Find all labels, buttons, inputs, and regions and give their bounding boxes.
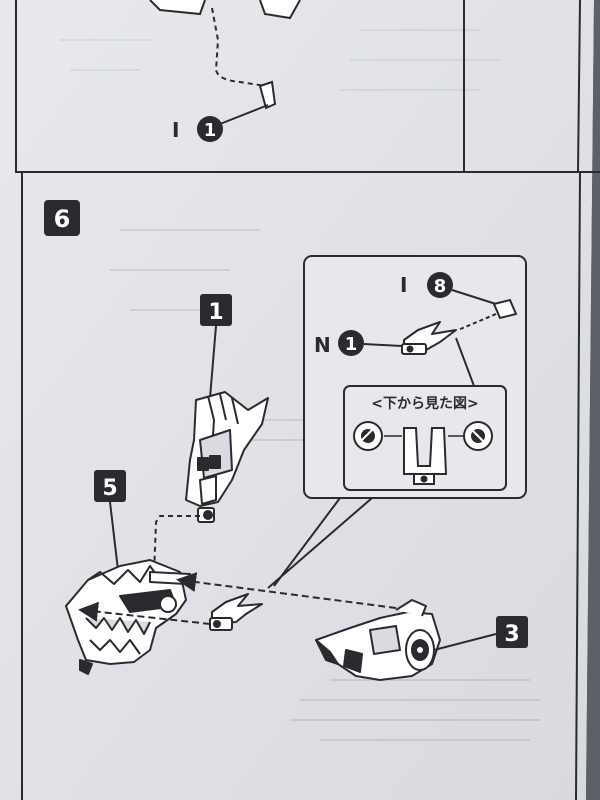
partial-part-drawing (149, 0, 206, 16)
ear-fin-part-drawing (209, 593, 263, 631)
assembly-arrow-upper (176, 572, 397, 609)
inset-part-n1: 1 (345, 334, 358, 355)
step-number-badge (44, 200, 80, 236)
callout-part-3: 3 (504, 622, 519, 647)
inset-part-n1-badge (338, 330, 364, 356)
partial-part-drawing-2 (259, 0, 301, 20)
detail-inset: I 8 N 1 <下から見た図> (267, 255, 527, 589)
inset-fin-part-drawing (401, 321, 457, 355)
previous-step-panel: I 1 (15, 0, 600, 173)
callout-part-1: 1 (208, 300, 223, 325)
part-letter-i: I (172, 118, 179, 142)
inset-small-part-i8 (492, 298, 518, 320)
part-number-badge (197, 116, 223, 142)
callout-part-3-badge (496, 616, 528, 648)
callout-part-5-badge (94, 470, 126, 502)
step-panel: 6 1 5 (21, 171, 581, 800)
callout-part-1-badge (200, 294, 232, 326)
part-1-leg-armor-drawing (185, 391, 269, 523)
part-5-head-drawing (65, 559, 191, 675)
inset-part-letter-i: I (400, 273, 407, 297)
bottom-view-part (403, 427, 448, 485)
inset-part-8-badge (427, 272, 453, 298)
part-number: 1 (204, 120, 217, 141)
step-number: 6 (54, 205, 71, 233)
part-3-tail-drawing (315, 599, 441, 681)
small-part-i1 (258, 80, 277, 110)
bottom-view-label: <下から見た図> (371, 396, 478, 412)
table-surface (586, 0, 600, 800)
inset-part-letter-n: N (314, 333, 331, 357)
callout-part-5: 5 (102, 476, 117, 501)
inset-part-8: 8 (434, 276, 447, 297)
